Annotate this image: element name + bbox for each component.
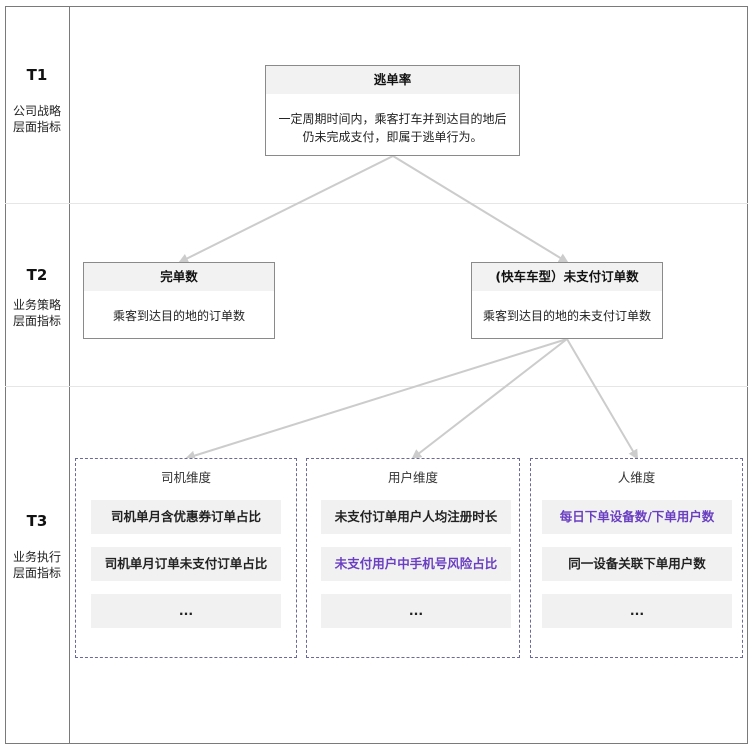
t2-completed-orders-title: 完单数: [84, 263, 274, 291]
device-metric-devices-per-user: 每日下单设备数/下单用户数: [542, 500, 732, 534]
tier-column-divider: [69, 6, 70, 744]
group-device-dimension: 人维度 每日下单设备数/下单用户数 同一设备关联下单用户数 ...: [530, 458, 743, 658]
t2-unpaid-orders-box: (快车车型）未支付订单数 乘客到达目的地的未支付订单数: [471, 262, 663, 339]
driver-metric-unpaid-ratio: 司机单月订单未支付订单占比: [91, 547, 281, 581]
device-metric-more: ...: [542, 594, 732, 628]
arrow-t1-to-unpaid: [392, 155, 569, 264]
group-driver-dimension: 司机维度 司机单月含优惠券订单占比 司机单月订单未支付订单占比 ...: [75, 458, 297, 658]
tier-divider-1: [5, 203, 748, 204]
group-device-title: 人维度: [617, 470, 656, 485]
group-driver-title: 司机维度: [160, 470, 211, 485]
driver-metric-more: ...: [91, 594, 281, 628]
arrow-unpaid-to-driver: [185, 338, 568, 461]
t2-completed-orders-desc: 乘客到达目的地的订单数: [112, 309, 245, 323]
driver-metric-coupon-ratio: 司机单月含优惠券订单占比: [91, 500, 281, 534]
user-metric-more: ...: [321, 594, 511, 628]
tier-t1-desc: 公司战略层面指标: [12, 104, 61, 134]
t2-completed-orders-box: 完单数 乘客到达目的地的订单数: [83, 262, 275, 339]
device-metric-shared-device-users: 同一设备关联下单用户数: [542, 547, 732, 581]
tier-t3-code: T3: [26, 512, 48, 530]
arrow-t1-to-completed: [178, 155, 394, 263]
user-metric-phone-risk: 未支付用户中手机号风险占比: [321, 547, 511, 581]
diagram-frame: [5, 6, 748, 744]
group-user-title: 用户维度: [387, 470, 438, 485]
t1-metric-title: 逃单率: [266, 66, 519, 94]
t1-metric-box: 逃单率 一定周期时间内，乘客打车并到达目的地后仍未完成支付，即属于逃单行为。: [265, 65, 520, 156]
user-metric-avg-registration: 未支付订单用户人均注册时长: [321, 500, 511, 534]
tier-t3-desc: 业务执行层面指标: [12, 550, 61, 580]
tier-t1-code: T1: [26, 66, 48, 84]
t2-unpaid-orders-desc: 乘客到达目的地的未支付订单数: [482, 309, 651, 323]
t1-metric-desc: 一定周期时间内，乘客打车并到达目的地后仍未完成支付，即属于逃单行为。: [278, 112, 507, 144]
arrow-unpaid-to-user: [411, 338, 568, 460]
t2-unpaid-orders-title: (快车车型）未支付订单数: [472, 263, 662, 291]
group-user-dimension: 用户维度 未支付订单用户人均注册时长 未支付用户中手机号风险占比 ...: [306, 458, 520, 658]
tier-t2-code: T2: [26, 266, 48, 284]
arrow-unpaid-to-device: [566, 338, 639, 460]
tier-t2-desc: 业务策略层面指标: [12, 298, 61, 328]
tier-divider-2: [5, 386, 748, 387]
